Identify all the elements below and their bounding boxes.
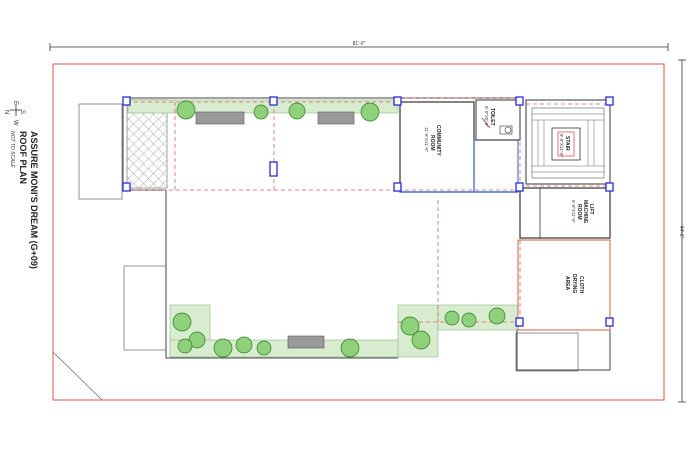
- cloth-label: CLOTH: [578, 276, 584, 294]
- tree-icon: [172, 312, 192, 332]
- column: [393, 96, 402, 106]
- cloth-label-2: DRYING: [571, 274, 577, 293]
- column: [269, 96, 278, 106]
- tree-icon: [288, 102, 306, 120]
- stair-size: 8'-0"X11'-6": [559, 134, 564, 157]
- tree-icon: [213, 338, 233, 358]
- compass-north: N: [3, 110, 9, 114]
- plot-boundary: [52, 63, 665, 401]
- lift-machine-room: [519, 187, 611, 239]
- compass-south: S: [19, 110, 25, 114]
- community-room-label: COMMUNITY: [435, 125, 441, 156]
- cloth-label-3: AREA: [564, 276, 570, 291]
- lift-size: 6'-0"X11'-6": [571, 200, 576, 223]
- tree-icon: [177, 338, 193, 354]
- width-dimension-label: 81'-0": [353, 41, 366, 47]
- toilet-label: TOILET: [489, 108, 495, 126]
- lift-label: LIFT: [588, 204, 594, 215]
- toilet: [475, 99, 521, 141]
- toilet-size: 5'-0"X5'-6": [484, 106, 489, 127]
- tree-icon: [253, 104, 269, 120]
- community-room: [399, 101, 519, 193]
- lift-label-2: MACHINE: [582, 200, 588, 224]
- tree-icon: [176, 100, 196, 120]
- drawing-title: ROOF PLAN: [18, 131, 28, 184]
- stair-label: STAIR: [564, 136, 570, 151]
- column: [122, 182, 131, 192]
- project-title: ASSURE MONI'S DREAM (G+09): [29, 131, 39, 269]
- community-room-sub: ROOM: [429, 135, 435, 151]
- tree-icon: [411, 330, 431, 350]
- column: [122, 96, 131, 106]
- cloth-drying-area: [517, 239, 611, 331]
- hatched-area: [126, 99, 168, 189]
- column: [393, 182, 402, 192]
- height-dimension-label: 44'-6": [678, 226, 684, 239]
- community-room-size: 11'-6"X11'-6": [424, 127, 429, 153]
- column: [269, 161, 278, 177]
- tree-icon: [444, 310, 460, 326]
- column: [515, 317, 524, 327]
- column: [605, 317, 614, 327]
- column: [515, 96, 524, 106]
- column: [605, 182, 614, 192]
- compass-east: E: [12, 101, 18, 105]
- column: [515, 182, 524, 192]
- scale-note: NOT TO SCALE: [9, 131, 15, 168]
- dashed-beam-lines: [127, 97, 612, 323]
- column: [605, 96, 614, 106]
- tree-icon: [340, 338, 360, 358]
- compass-west: W: [12, 120, 18, 126]
- tree-icon: [461, 312, 477, 328]
- top-dimension: 81'-0": [49, 41, 669, 51]
- compass: S N E W: [3, 101, 25, 126]
- tree-icon: [488, 307, 506, 325]
- tree-icon: [256, 340, 272, 356]
- tree-icon: [400, 316, 420, 336]
- tree-icon: [235, 336, 253, 354]
- trees: [172, 100, 506, 358]
- tree-icon: [360, 102, 380, 122]
- stair: [525, 99, 611, 185]
- right-dimension: 44'-6": [678, 59, 686, 403]
- lift-label-3: ROOM: [576, 204, 582, 220]
- columns: [122, 96, 614, 327]
